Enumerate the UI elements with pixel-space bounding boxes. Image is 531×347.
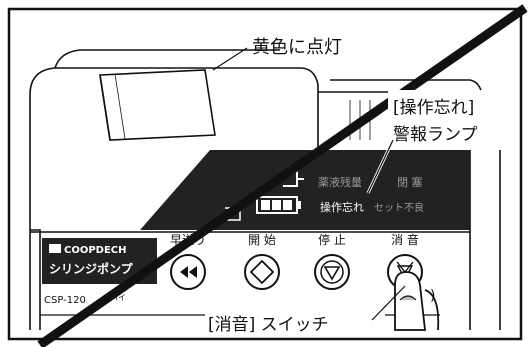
- finger-mark: ): [430, 288, 435, 304]
- diagonal-line: [37, 4, 528, 347]
- button-row: COOPDECH シリンジポンプ CSP-120 バイ 早送り 開 始 停 止 …: [30, 231, 470, 331]
- mute-callout: [消音] スイッチ: [205, 285, 406, 336]
- lamp-callout: 黄色に点灯: [212, 37, 342, 71]
- product-name: シリンジポンプ: [49, 261, 134, 276]
- callout-alarm-line1: [操作忘れ]: [393, 98, 474, 118]
- indicator-set-error: セット不良: [374, 201, 424, 214]
- indicator-drug-remaining: 薬液残量: [318, 175, 362, 189]
- button-label-start: 開 始: [248, 233, 276, 247]
- fast-forward-icon: [180, 266, 197, 278]
- fast-forward-button[interactable]: [170, 254, 206, 290]
- control-panel: 薬液残量 閉 塞 操作忘れ セット不良: [140, 150, 470, 230]
- brand-plate: COOPDECH シリンジポンプ CSP-120 バイ: [42, 238, 157, 306]
- brand-name: COOPDECH: [64, 245, 127, 256]
- indicator-forgotten-operation: 操作忘れ: [320, 200, 364, 214]
- start-button[interactable]: [244, 254, 280, 290]
- model-suffix: バイ: [110, 293, 126, 302]
- model-number: CSP-120: [44, 295, 86, 306]
- finger-illustration: ): [394, 271, 440, 331]
- indicator-occlusion: 閉 塞: [397, 175, 423, 189]
- stop-triangle-icon: [323, 266, 341, 281]
- callout-alarm-line2: 警報ランプ: [393, 125, 478, 145]
- callout-lamp-yellow: 黄色に点灯: [252, 37, 342, 58]
- alarm-callout: [操作忘れ] 警報ランプ: [366, 90, 508, 194]
- battery-icon: [256, 196, 301, 214]
- stop-button[interactable]: [314, 254, 350, 290]
- syringe-pump-body: [7, 7, 523, 341]
- button-label-mute: 消 音: [391, 232, 419, 247]
- callout-mute-switch: [消音] スイッチ: [208, 315, 329, 335]
- start-diamond-icon: [249, 259, 275, 285]
- button-label-stop: 停 止: [318, 232, 346, 247]
